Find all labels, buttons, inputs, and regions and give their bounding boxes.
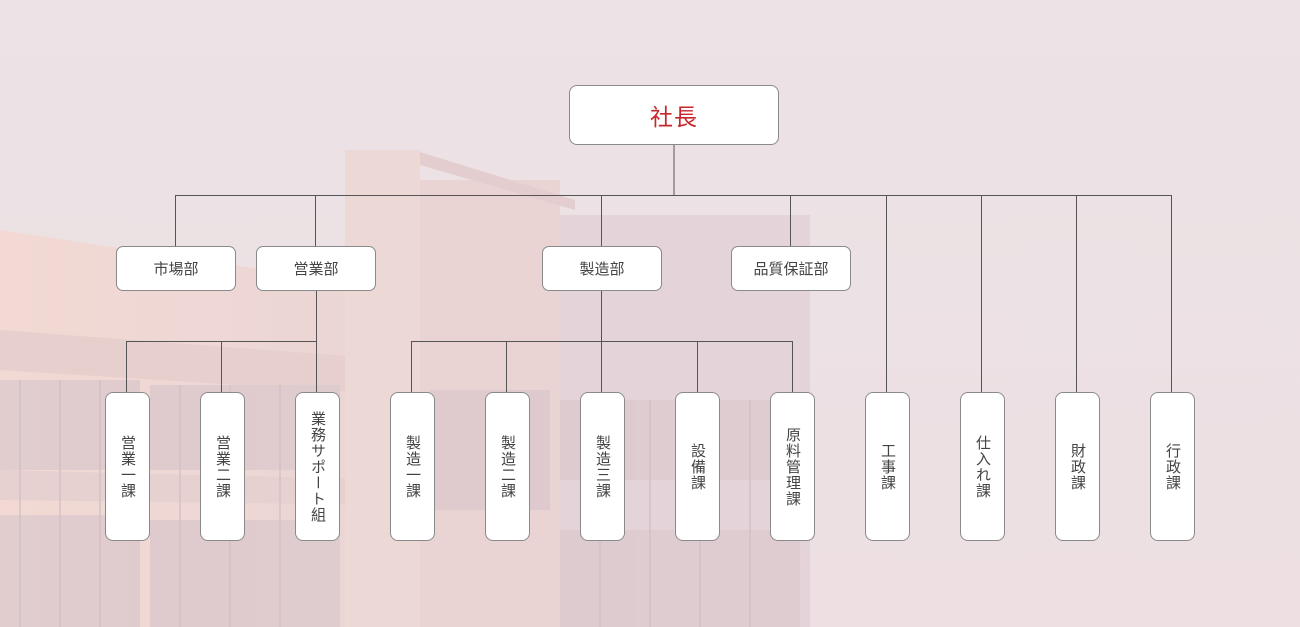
section-label: 原料管理課 <box>784 426 802 507</box>
dept-label: 品質保証部 <box>753 260 829 278</box>
section-label: 製造二課 <box>499 434 517 499</box>
section-box[interactable]: 製造一課 <box>390 392 435 541</box>
section-box[interactable]: 営業二課 <box>200 392 245 541</box>
section-label: 業務サポート組 <box>309 410 327 523</box>
section-label: 工事課 <box>879 442 897 491</box>
president-box[interactable]: 社長 <box>569 85 779 145</box>
section-box[interactable]: 設備課 <box>675 392 720 541</box>
dept-label: 製造部 <box>579 260 625 278</box>
section-box[interactable]: 製造二課 <box>485 392 530 541</box>
section-label: 製造三課 <box>594 434 612 499</box>
dept-market-box[interactable]: 市場部 <box>116 246 236 291</box>
section-box[interactable]: 原料管理課 <box>770 392 815 541</box>
section-box[interactable]: 営業一課 <box>105 392 150 541</box>
president-label: 社長 <box>650 105 698 131</box>
section-label: 営業二課 <box>214 434 232 499</box>
section-label: 仕入れ課 <box>974 434 992 499</box>
dept-sales-box[interactable]: 営業部 <box>256 246 376 291</box>
dept-manufacturing-box[interactable]: 製造部 <box>542 246 662 291</box>
section-box[interactable]: 行政課 <box>1150 392 1195 541</box>
section-label: 財政課 <box>1069 442 1087 491</box>
dept-label: 営業部 <box>293 260 339 278</box>
dept-label: 市場部 <box>153 260 199 278</box>
section-box[interactable]: 工事課 <box>865 392 910 541</box>
section-box[interactable]: 仕入れ課 <box>960 392 1005 541</box>
section-box[interactable]: 財政課 <box>1055 392 1100 541</box>
section-box[interactable]: 製造三課 <box>580 392 625 541</box>
section-box[interactable]: 業務サポート組 <box>295 392 340 541</box>
dept-quality-box[interactable]: 品質保証部 <box>731 246 851 291</box>
section-label: 製造一課 <box>404 434 422 499</box>
section-label: 営業一課 <box>119 434 137 499</box>
section-label: 行政課 <box>1164 442 1182 491</box>
section-label: 設備課 <box>689 442 707 491</box>
